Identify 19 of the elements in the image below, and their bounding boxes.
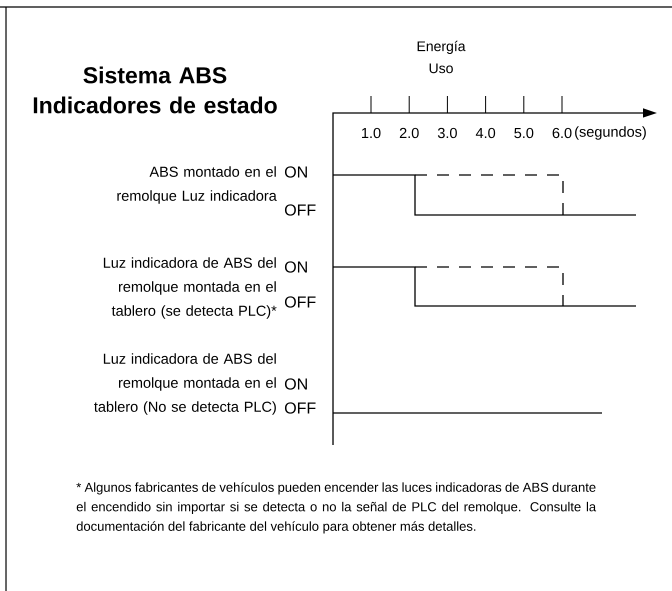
label: * Algunos fabricantes de vehículos pueden encender las luces indicadoras de ABS durante el encendido sin importar si se detecta o no la señal de PLC del remolque. Consulte la documentación del fabricante del vehículo para obtener más detalles. (76, 482, 596, 534)
label: (segundos) (575, 126, 646, 140)
label: Luz indicadora de ABS del remolque montada en el tablero (se detecta PLC)* (104, 257, 277, 319)
label: ABS montado en el remolque Luz indicadora (117, 166, 277, 204)
label: 3.0 (438, 128, 457, 138)
label: OFF (284, 204, 316, 216)
label: ON (284, 378, 307, 390)
label: 2.0 (400, 128, 419, 138)
label: Luz indicadora de ABS del remolque montada en el tablero (No se detecta PLC) (94, 353, 276, 415)
label: 1.0 (362, 128, 381, 138)
label: 4.0 (476, 128, 496, 138)
diagram-title: Sistema ABS Indicadores de estado (34, 66, 277, 114)
label: Energía Uso (418, 40, 466, 74)
label: 5.0 (514, 128, 534, 138)
label: ON (284, 166, 307, 178)
label: ON (284, 261, 307, 273)
label: OFF (284, 296, 316, 308)
label: 6.0 (552, 128, 572, 138)
label: OFF (284, 402, 316, 414)
